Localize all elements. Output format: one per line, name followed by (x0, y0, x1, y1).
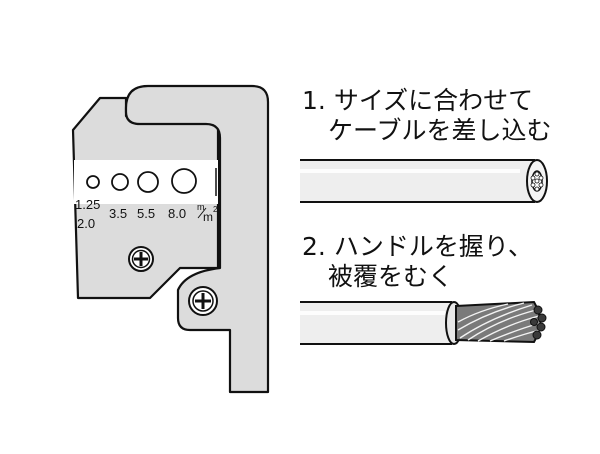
step-1-line-1: 1. サイズに合わせて (302, 88, 533, 113)
step-2-line-2: 被覆をむく (328, 264, 453, 289)
gauge-label-3-5: 3.5 (109, 206, 127, 221)
unit-numerator: m (197, 202, 205, 212)
step-1-text-line2: ケーブルを差し込む (328, 116, 552, 145)
stripped-cable-illustration (300, 300, 547, 345)
stripping-holes (86, 168, 217, 196)
screw-icon (188, 286, 218, 316)
cable-insert-illustration (300, 159, 548, 203)
step-2-number: 2. (302, 232, 326, 261)
hole-8-0 (171, 168, 197, 194)
unit-denominator: m (203, 210, 213, 224)
hole-3-5 (111, 173, 129, 191)
gauge-label-2-0: 2.0 (77, 216, 95, 231)
gauge-label-1-25: 1.25 (75, 197, 100, 212)
hole-1-25 (86, 175, 100, 189)
step-2-text-line1: ハンドルを握り、 (333, 232, 533, 261)
step-1-line-2: ケーブルを差し込む (328, 118, 552, 143)
stripper-right-handle (124, 84, 270, 394)
unit-exponent: 2 (213, 205, 218, 214)
step-2-line-1: 2. ハンドルを握り、 (302, 234, 533, 259)
gauge-label-5-5: 5.5 (137, 206, 155, 221)
step-1-text-line1: サイズに合わせて (333, 86, 534, 115)
gauge-label-8-0: 8.0 (168, 206, 186, 221)
exposed-conductor (455, 300, 547, 344)
hole-5-5 (137, 171, 159, 193)
step-2-text-line2: 被覆をむく (328, 262, 454, 291)
screw-icon (128, 246, 154, 272)
step-1-number: 1. (302, 86, 326, 115)
wire-stripper-tool: 1.25 2.0 3.5 5.5 8.0 m m 2 (71, 84, 270, 394)
